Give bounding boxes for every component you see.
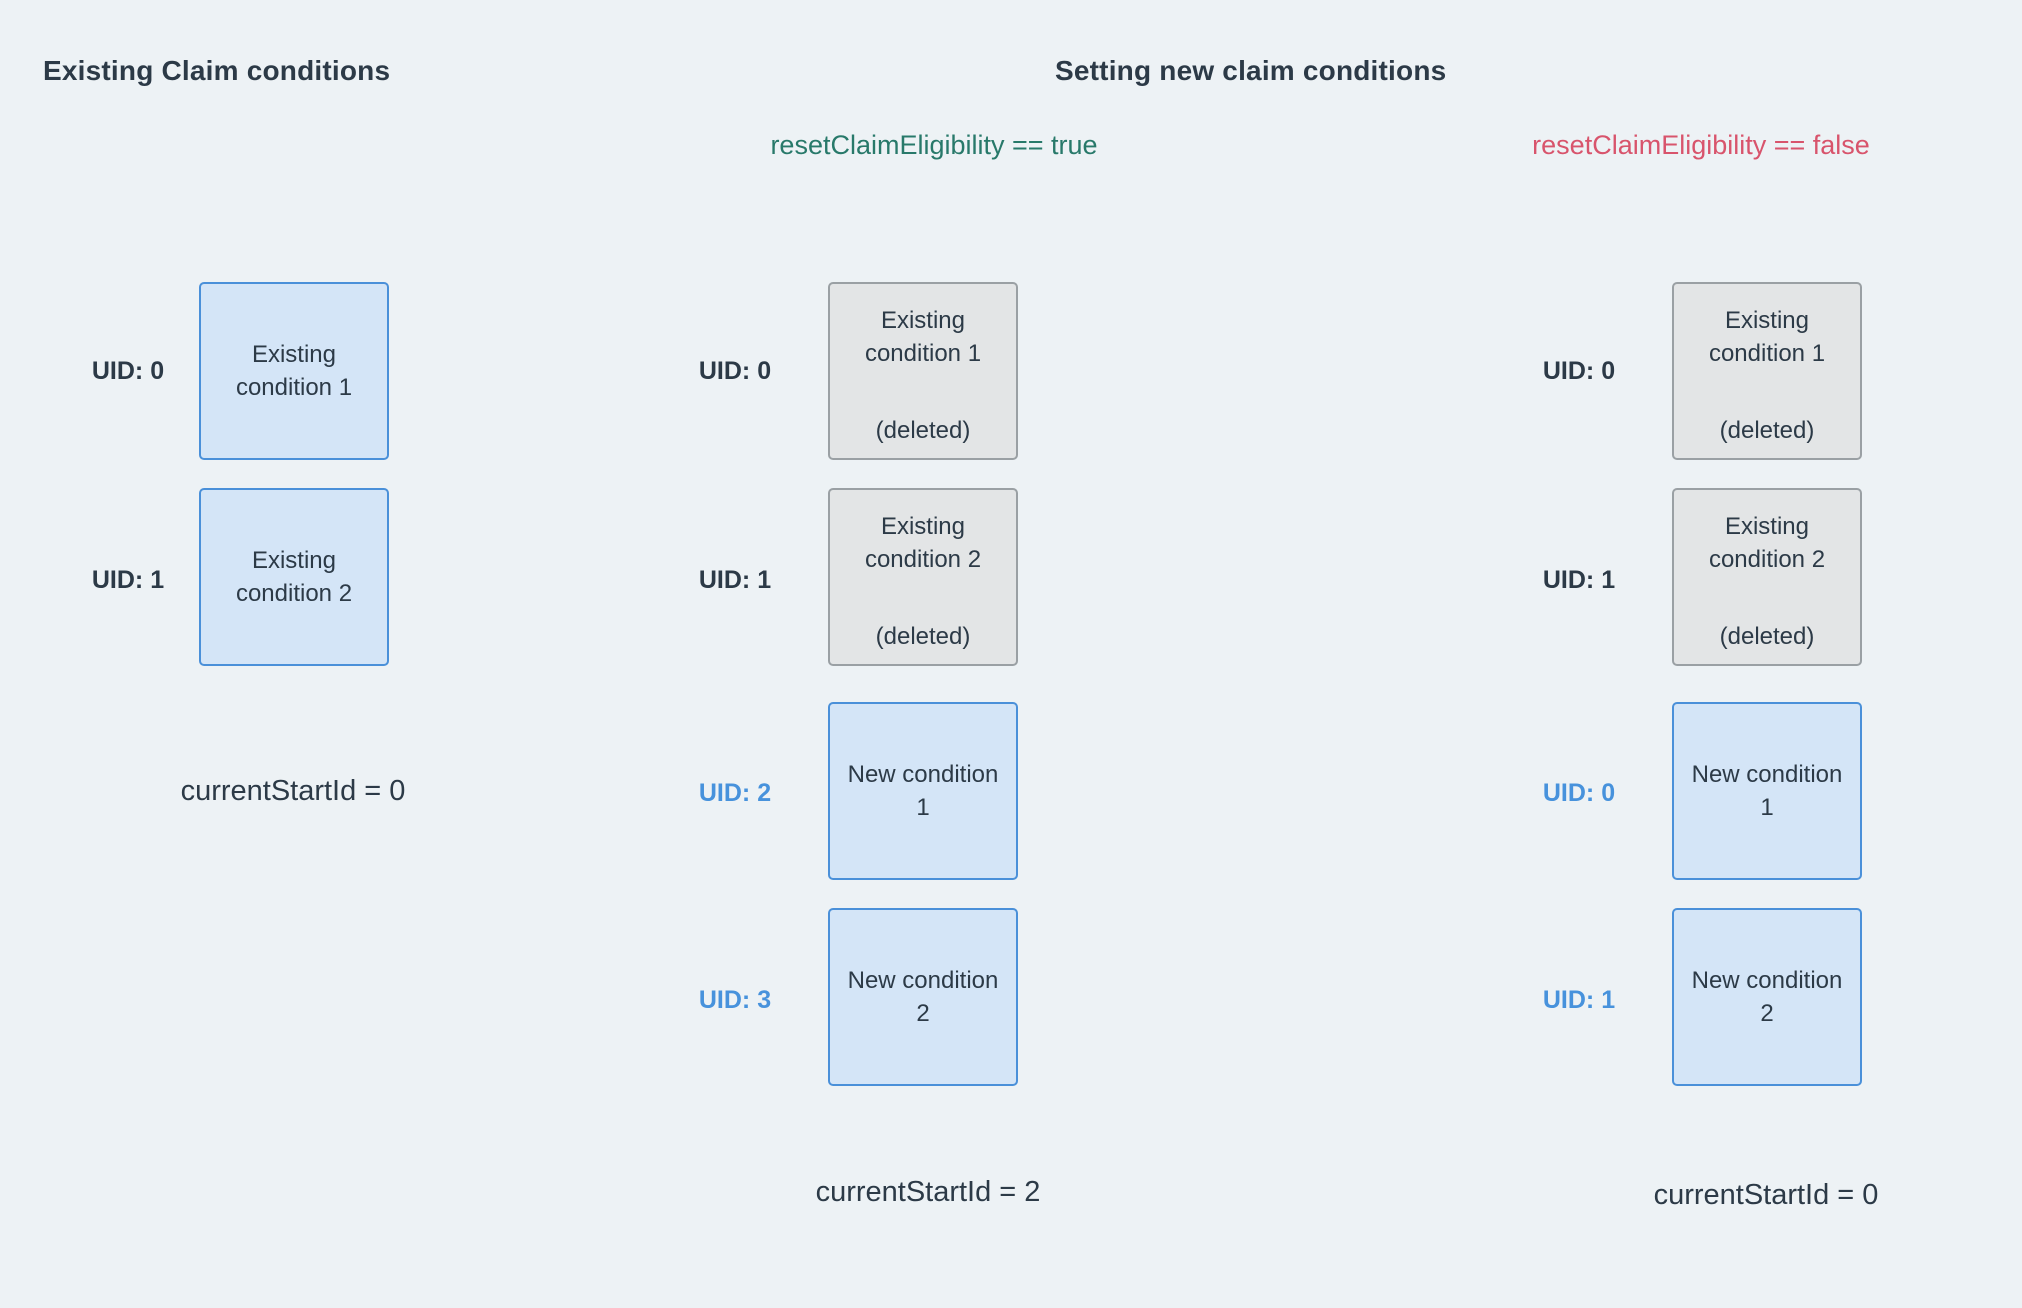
existing-claim-conditions-title: Existing Claim conditions — [43, 55, 391, 86]
condition-text-line: 1 — [1760, 794, 1774, 821]
uid-label: UID: 1 — [698, 566, 772, 594]
current-start-id-right: currentStartId = 0 — [1653, 1179, 1879, 1211]
deleted-note: (deleted) — [1719, 623, 1815, 650]
deleted-condition-2-box: Existing condition 2 (deleted) — [1672, 488, 1862, 666]
setting-new-claim-conditions-title: Setting new claim conditions — [1055, 55, 1447, 86]
condition-text-line: Existing — [251, 341, 337, 368]
condition-text-line: 2 — [1760, 1000, 1774, 1027]
condition-text-line: Existing — [880, 307, 966, 334]
deleted-note: (deleted) — [875, 623, 971, 650]
condition-text-line: 2 — [916, 1000, 930, 1027]
reset-claim-eligibility-true-label: resetClaimEligibility == true — [770, 130, 1098, 160]
current-start-id-middle: currentStartId = 2 — [815, 1176, 1041, 1208]
condition-text-line: condition 1 — [864, 340, 982, 367]
new-condition-1-box: New condition 1 — [1672, 702, 1862, 880]
new-condition-2-box: New condition 2 — [828, 908, 1018, 1086]
condition-text-line: New condition — [1691, 967, 1843, 994]
condition-text-line: New condition — [847, 967, 999, 994]
condition-text-line: New condition — [847, 761, 999, 788]
current-start-id-left: currentStartId = 0 — [180, 775, 406, 807]
uid-label: UID: 0 — [698, 357, 772, 385]
condition-text-line: condition 2 — [235, 580, 353, 607]
condition-text-line: Existing — [1724, 307, 1810, 334]
uid-label: UID: 1 — [1542, 566, 1616, 594]
new-condition-2-box: New condition 2 — [1672, 908, 1862, 1086]
uid-label: UID: 0 — [1542, 779, 1616, 807]
deleted-condition-2-box: Existing condition 2 (deleted) — [828, 488, 1018, 666]
condition-text-line: Existing — [880, 513, 966, 540]
reset-claim-eligibility-false-label: resetClaimEligibility == false — [1532, 130, 1870, 160]
uid-label: UID: 1 — [91, 566, 165, 594]
uid-label: UID: 3 — [698, 986, 772, 1014]
condition-text-line: 1 — [916, 794, 930, 821]
new-condition-1-box: New condition 1 — [828, 702, 1018, 880]
condition-text-line: New condition — [1691, 761, 1843, 788]
uid-label: UID: 2 — [698, 779, 772, 807]
condition-text-line: Existing — [251, 547, 337, 574]
deleted-note: (deleted) — [875, 417, 971, 444]
uid-label: UID: 0 — [1542, 357, 1616, 385]
condition-text-line: condition 2 — [1708, 546, 1826, 573]
uid-label: UID: 0 — [91, 357, 165, 385]
condition-text-line: condition 1 — [1708, 340, 1826, 367]
uid-label: UID: 1 — [1542, 986, 1616, 1014]
condition-text-line: condition 2 — [864, 546, 982, 573]
condition-text-line: Existing — [1724, 513, 1810, 540]
deleted-condition-1-box: Existing condition 1 (deleted) — [1672, 282, 1862, 460]
existing-condition-2-box: Existing condition 2 — [199, 488, 389, 666]
deleted-note: (deleted) — [1719, 417, 1815, 444]
deleted-condition-1-box: Existing condition 1 (deleted) — [828, 282, 1018, 460]
existing-condition-1-box: Existing condition 1 — [199, 282, 389, 460]
condition-text-line: condition 1 — [235, 374, 353, 401]
